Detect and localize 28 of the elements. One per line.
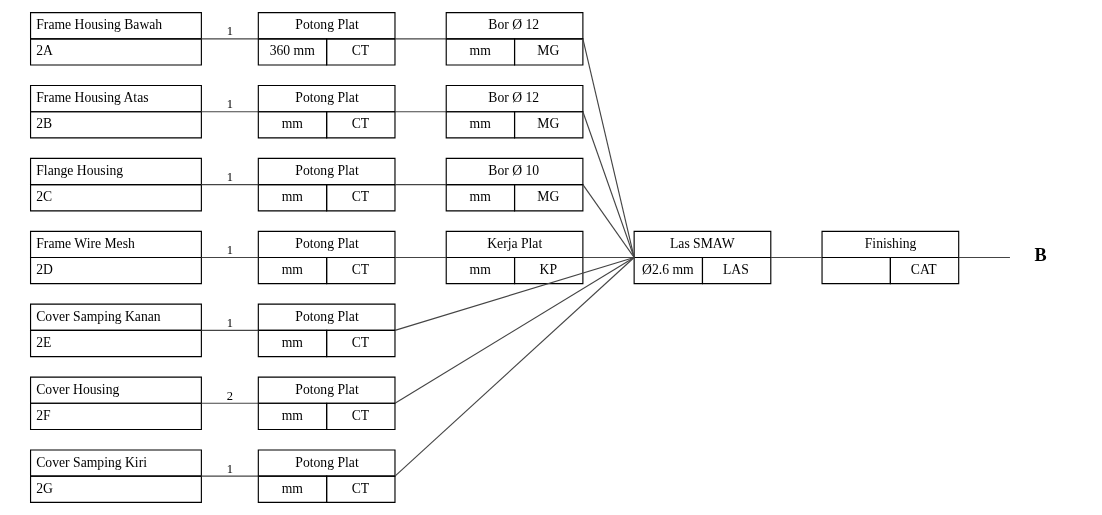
connector bbox=[394, 256, 635, 404]
connector bbox=[394, 38, 447, 40]
connector bbox=[394, 256, 635, 331]
connector bbox=[582, 111, 635, 259]
connector bbox=[200, 402, 259, 404]
connector bbox=[200, 38, 259, 40]
connector bbox=[958, 256, 1011, 259]
edge-label: 1 bbox=[226, 169, 233, 184]
connector bbox=[200, 184, 259, 186]
connector bbox=[582, 184, 635, 259]
connector bbox=[200, 475, 259, 477]
connector bbox=[582, 256, 635, 259]
edge-label: 2 bbox=[226, 388, 233, 403]
node-text: B bbox=[1034, 244, 1047, 265]
edge-label: 1 bbox=[226, 242, 233, 257]
edge-label: 1 bbox=[226, 97, 233, 112]
connector bbox=[394, 256, 447, 259]
edge-label: 1 bbox=[226, 461, 233, 476]
edge-label: 1 bbox=[226, 24, 233, 39]
connector bbox=[200, 111, 259, 113]
connector bbox=[200, 256, 259, 259]
connector bbox=[770, 256, 823, 259]
connector bbox=[200, 329, 259, 331]
edge-label: 1 bbox=[226, 315, 233, 330]
connector bbox=[582, 38, 635, 259]
connector bbox=[394, 256, 635, 477]
connector bbox=[394, 184, 447, 186]
connector bbox=[394, 111, 447, 113]
